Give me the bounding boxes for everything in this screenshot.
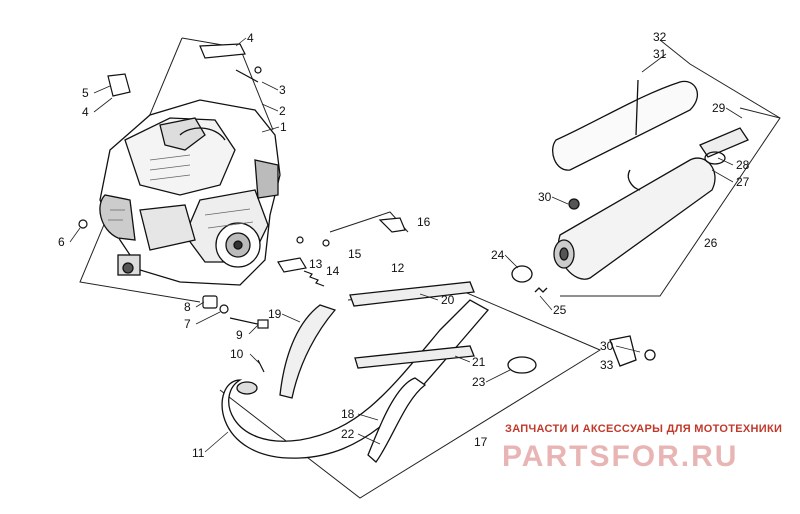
callout-14: 14 bbox=[326, 264, 340, 278]
callout-25: 25 bbox=[553, 303, 567, 317]
callout-2: 2 bbox=[279, 104, 286, 118]
callout-9: 9 bbox=[236, 328, 243, 342]
callout-31: 31 bbox=[653, 47, 667, 61]
callout-27: 27 bbox=[736, 175, 750, 189]
callout-28: 28 bbox=[736, 158, 750, 172]
callout-26: 26 bbox=[704, 236, 718, 250]
callout-30-bottom: 30 bbox=[600, 339, 614, 353]
callout-24: 24 bbox=[491, 248, 505, 262]
callout-18: 18 bbox=[341, 407, 355, 421]
callout-29: 29 bbox=[712, 101, 726, 115]
engine-mount-brackets bbox=[78, 43, 262, 229]
callout-15: 15 bbox=[348, 247, 362, 261]
callout-20: 20 bbox=[441, 293, 455, 307]
callout-22: 22 bbox=[341, 427, 355, 441]
callout-30-top: 30 bbox=[538, 190, 552, 204]
callout-10: 10 bbox=[230, 347, 244, 361]
watermark-caption: ЗАПЧАСТИ И АКСЕССУАРЫ ДЛЯ МОТОТЕХНИКИ bbox=[505, 423, 782, 435]
callout-19: 19 bbox=[268, 307, 282, 321]
callout-23: 23 bbox=[472, 375, 486, 389]
callout-6: 6 bbox=[58, 235, 65, 249]
callout-12: 12 bbox=[391, 261, 405, 275]
fasteners-and-springs bbox=[202, 217, 406, 373]
callout-32: 32 bbox=[653, 30, 667, 44]
callout-labels: 1 2 3 4 5 4 6 8 7 9 10 11 12 13 14 15 16… bbox=[58, 30, 750, 460]
callout-4-left: 4 bbox=[82, 105, 89, 119]
callout-13: 13 bbox=[309, 257, 323, 271]
callout-11: 11 bbox=[192, 446, 205, 460]
callout-5: 5 bbox=[82, 86, 89, 100]
callout-3: 3 bbox=[279, 83, 286, 97]
callout-leader-lines bbox=[69, 37, 743, 453]
partsfor-watermark: ЗАПЧАСТИ И АКСЕССУАРЫ ДЛЯ МОТОТЕХНИКИ PA… bbox=[502, 423, 782, 473]
callout-17: 17 bbox=[474, 435, 488, 449]
callout-8: 8 bbox=[184, 300, 191, 314]
callout-4-top: 4 bbox=[247, 31, 254, 45]
muffler-assembly bbox=[552, 79, 749, 367]
callout-7: 7 bbox=[184, 317, 191, 331]
exhaust-front-pipes bbox=[221, 265, 548, 463]
callout-16: 16 bbox=[417, 215, 431, 229]
callout-21: 21 bbox=[472, 355, 486, 369]
callout-1: 1 bbox=[280, 120, 287, 134]
engine-illustration bbox=[99, 99, 281, 286]
callout-33: 33 bbox=[600, 358, 614, 372]
watermark-brand: PARTSFOR.RU bbox=[502, 440, 738, 473]
